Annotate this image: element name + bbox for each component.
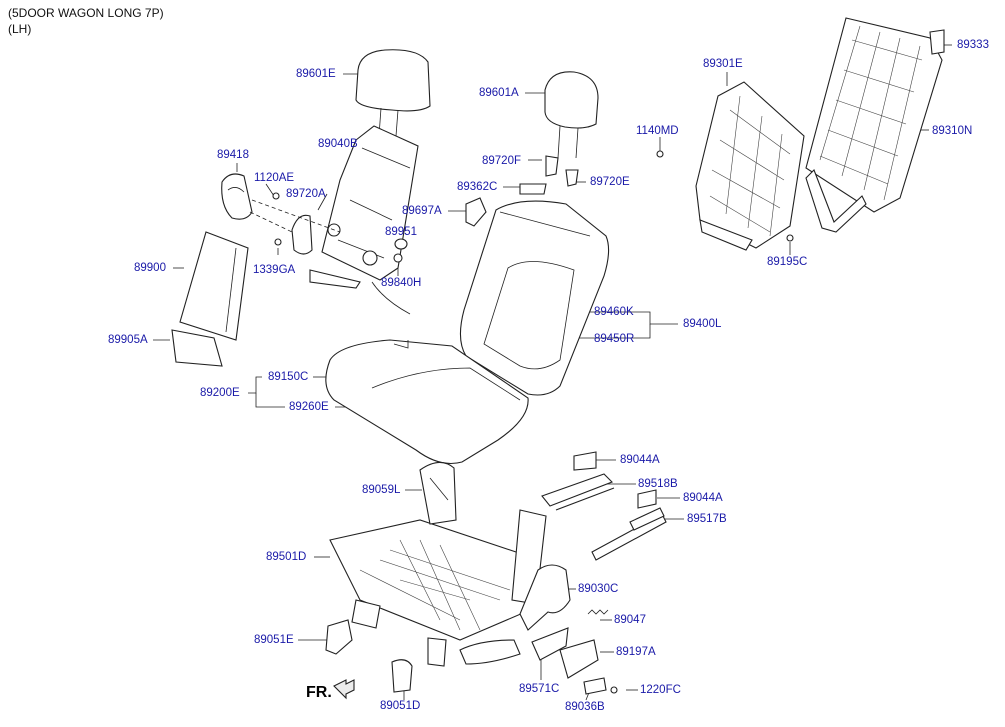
part-label-89720e[interactable]: 89720E bbox=[590, 176, 630, 188]
cover-89051e bbox=[325, 619, 353, 655]
rail-cover-89518b bbox=[541, 473, 615, 511]
seatback-frame-89310n bbox=[805, 17, 945, 233]
direction-label: FR. bbox=[306, 684, 332, 701]
part-label-89310n[interactable]: 89310N bbox=[932, 125, 973, 137]
guide-89720e bbox=[565, 169, 579, 187]
part-label-89047[interactable]: 89047 bbox=[614, 614, 646, 626]
hinge-cover-89720a bbox=[291, 214, 313, 255]
nut-1339ga bbox=[274, 238, 282, 246]
seatback-cover-89400l bbox=[459, 200, 610, 396]
part-label-1220fc[interactable]: 1220FC bbox=[640, 684, 681, 696]
part-label-89720f[interactable]: 89720F bbox=[482, 155, 522, 167]
back-panel-89900 bbox=[179, 231, 249, 341]
part-label-89697a[interactable]: 89697A bbox=[402, 205, 442, 217]
part-label-89030c[interactable]: 89030C bbox=[578, 583, 619, 595]
part-label-89051e[interactable]: 89051E bbox=[254, 634, 294, 646]
bolt-1120ae bbox=[272, 192, 280, 200]
assembly-line-2 bbox=[249, 211, 293, 233]
part-label-89333[interactable]: 89333 bbox=[957, 39, 989, 51]
seat-cushion-89200e bbox=[325, 339, 529, 465]
part-label-89518b[interactable]: 89518B bbox=[638, 478, 678, 490]
headrest-89601a bbox=[544, 71, 599, 159]
part-label-89200e[interactable]: 89200E bbox=[200, 387, 240, 399]
part-label-89260e[interactable]: 89260E bbox=[289, 401, 329, 413]
seat-frame-89501d bbox=[329, 461, 547, 667]
part-label-89059l[interactable]: 89059L bbox=[362, 484, 401, 496]
part-label-89040b[interactable]: 89040B bbox=[318, 138, 358, 150]
part-label-89418[interactable]: 89418 bbox=[217, 149, 249, 161]
bolt-89840h bbox=[393, 253, 403, 263]
part-label-89195c[interactable]: 89195C bbox=[767, 256, 808, 268]
part-label-89044a-1[interactable]: 89044A bbox=[620, 454, 660, 466]
cover-89905a bbox=[171, 329, 223, 367]
cover-89051d bbox=[391, 659, 413, 693]
rail-89517b bbox=[591, 513, 667, 561]
spring-89047 bbox=[587, 609, 609, 615]
knob-89036b bbox=[583, 677, 607, 695]
seatback-frame-89301e bbox=[656, 81, 805, 251]
header-line-2: (LH) bbox=[8, 22, 32, 36]
part-label-89362c[interactable]: 89362C bbox=[457, 181, 498, 193]
rail-bracket-89517b bbox=[629, 507, 665, 531]
part-label-89044a-2[interactable]: 89044A bbox=[683, 492, 723, 504]
guide-89720f bbox=[545, 155, 559, 177]
seatback-frame-89040b bbox=[309, 125, 419, 315]
part-label-89720a[interactable]: 89720A bbox=[286, 188, 326, 200]
front-arrow-icon bbox=[333, 679, 355, 700]
assembly-line-1 bbox=[251, 199, 341, 233]
part-label-89601a[interactable]: 89601A bbox=[479, 87, 519, 99]
part-label-89036b[interactable]: 89036B bbox=[565, 701, 605, 713]
part-label-1120ae[interactable]: 1120AE bbox=[254, 172, 295, 184]
part-label-89571c[interactable]: 89571C bbox=[519, 683, 560, 695]
part-label-89601e[interactable]: 89601E bbox=[296, 68, 336, 80]
part-label-89905a[interactable]: 89905A bbox=[108, 334, 148, 346]
part-label-89197a[interactable]: 89197A bbox=[616, 646, 656, 658]
part-label-89150c[interactable]: 89150C bbox=[268, 371, 309, 383]
part-label-89501d[interactable]: 89501D bbox=[266, 551, 307, 563]
header-line-1: (5DOOR WAGON LONG 7P) bbox=[8, 6, 164, 20]
part-label-89460k[interactable]: 89460K bbox=[594, 306, 634, 318]
cap-89951 bbox=[394, 238, 408, 250]
part-label-1140md[interactable]: 1140MD bbox=[636, 125, 679, 137]
part-label-89840h[interactable]: 89840H bbox=[381, 277, 422, 289]
track-cover bbox=[459, 639, 521, 665]
recliner-cover-89030c bbox=[519, 564, 571, 631]
part-label-89951[interactable]: 89951 bbox=[385, 226, 417, 238]
part-label-89301e[interactable]: 89301E bbox=[703, 58, 743, 70]
bracket-89362c bbox=[519, 183, 547, 195]
handle-89697a bbox=[465, 197, 487, 227]
cover-89571c bbox=[531, 627, 569, 661]
cover-89044a-1 bbox=[573, 451, 597, 471]
part-label-1339ga[interactable]: 1339GA bbox=[253, 264, 296, 276]
cover-89044a-2 bbox=[637, 489, 657, 509]
part-label-89450r[interactable]: 89450R bbox=[594, 333, 635, 345]
part-label-89051d[interactable]: 89051D bbox=[380, 700, 421, 712]
part-label-89400l[interactable]: 89400L bbox=[683, 318, 722, 330]
handle-89197a bbox=[559, 639, 599, 679]
part-label-89900[interactable]: 89900 bbox=[134, 262, 166, 274]
headrest-89601e bbox=[355, 49, 431, 137]
part-label-89517b[interactable]: 89517B bbox=[687, 513, 727, 525]
side-cover-89418 bbox=[221, 173, 253, 220]
screw-1220fc bbox=[610, 686, 618, 694]
